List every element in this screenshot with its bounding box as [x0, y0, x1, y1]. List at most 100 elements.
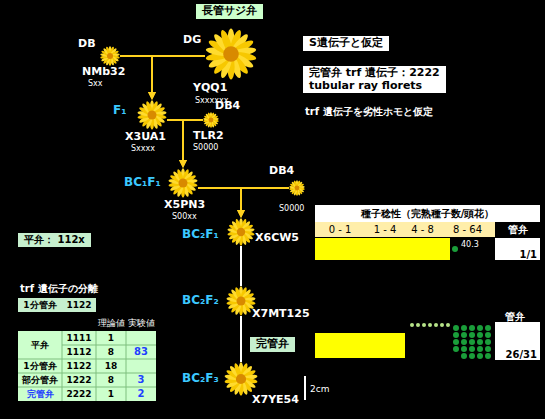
table-cell: 完管弁	[18, 387, 62, 401]
connector-line	[240, 316, 242, 362]
cell-text: 種子稔性（完熟種子数/頭花）	[361, 208, 495, 220]
table-cell: 8 - 64	[440, 222, 495, 237]
seed-dot	[452, 246, 458, 252]
label-box: 平弁： 112x	[18, 233, 91, 247]
cell-text: 部分管弁	[22, 375, 58, 385]
plant-code: X7MT125	[252, 308, 310, 321]
table-cell: 1222	[62, 373, 96, 387]
plant-code: Sxxxx	[131, 144, 155, 153]
plant-name: DB	[78, 38, 96, 51]
cell-text: 理論値	[98, 319, 125, 329]
cell-text: 2222	[66, 389, 91, 399]
flower-picture	[227, 218, 255, 246]
cell-text: 1 - 4	[374, 224, 397, 236]
label-box: 完管弁 trf 遺伝子：2222tubular ray florets	[303, 66, 446, 93]
table-cell: 実験値	[126, 317, 156, 330]
label-box: 完管弁	[250, 337, 295, 352]
flower-centre	[236, 374, 246, 384]
plant-node: X3UA1Sxxxx	[137, 100, 167, 130]
seed-dots-light	[410, 323, 450, 327]
cell-text: 8	[108, 347, 114, 357]
cell-text: 1	[108, 389, 114, 399]
cell-text: 26/31	[506, 349, 537, 361]
box-text: 完管弁 trf 遺伝子：2222	[309, 67, 440, 80]
cell-text: 2	[138, 388, 145, 400]
table-cell: 8	[96, 373, 126, 387]
plant-code: X6CW5	[255, 232, 299, 245]
flower-centre	[107, 53, 113, 59]
table-cell: 1/1	[495, 238, 540, 260]
fertility-bar	[315, 333, 405, 358]
plant-name: DB4	[269, 165, 294, 178]
cell-text: 管弁	[508, 224, 528, 236]
text-label: 40.3	[461, 240, 479, 249]
plant-node: DGYQQ1Sxxxxxx	[205, 28, 257, 80]
cross-connector	[120, 56, 156, 100]
segregation-table-grid	[18, 331, 156, 401]
plant-node: X7YE54	[224, 362, 258, 396]
plant-code: S0000	[279, 204, 304, 213]
flower-centre	[237, 228, 245, 236]
plant-node: X7MT125	[226, 286, 256, 316]
flower-picture	[168, 168, 198, 198]
flower-centre	[295, 186, 300, 191]
table-cell: 4 - 8	[405, 222, 440, 237]
table-cell: 1 - 4	[365, 222, 405, 237]
box-text: 平弁： 112x	[24, 234, 85, 246]
arrow-head	[179, 160, 187, 168]
cell-text: 1111	[66, 333, 91, 343]
box-text: 長管サジ弁	[202, 5, 257, 18]
table-cell: 種子稔性（完熟種子数/頭花）	[315, 205, 540, 222]
table-cell: 26/31	[495, 322, 540, 360]
flower-picture	[137, 100, 167, 130]
plant-code: S0000	[193, 143, 218, 152]
table-cell: 18	[96, 359, 126, 373]
cell-text: 1/1	[519, 249, 537, 261]
label-box: S遺伝子と仮定	[303, 36, 389, 51]
cell-text: 1222	[66, 375, 91, 385]
plant-node: DBNMb32Sxx	[100, 46, 120, 66]
flower-centre	[237, 297, 246, 306]
cell-text: 3	[138, 374, 145, 386]
cell-text: 8	[108, 375, 114, 385]
cell-text: 平弁	[31, 340, 49, 350]
box-text: 完管弁	[256, 338, 289, 351]
cell-text: 1122	[66, 361, 91, 371]
cell-text: 実験値	[128, 319, 155, 329]
plant-node: DB4TLR2S0000	[203, 112, 219, 128]
table-cell: 1	[96, 387, 126, 401]
cross-connector	[241, 316, 242, 362]
table-cell: 0 - 1	[315, 222, 365, 237]
table-cell: 1分管弁	[18, 298, 62, 312]
table-cell: 1112	[62, 345, 96, 359]
text-label: 2cm	[310, 384, 329, 394]
table-cell: 3	[126, 373, 156, 387]
flower-picture	[224, 362, 258, 396]
cell-text: 1122	[66, 300, 91, 310]
table-cell: 理論値	[96, 317, 126, 330]
plant-code: NMb32	[82, 66, 125, 79]
cell-text: 1112	[66, 347, 91, 357]
table-cell: 1122	[62, 298, 96, 312]
flower-picture	[289, 180, 305, 196]
table-cell: 1分管弁	[18, 359, 62, 373]
flower-centre	[148, 111, 157, 120]
table-cell: 1	[96, 331, 126, 345]
text-label: BC₂F₁	[182, 228, 219, 242]
cell-text: 4 - 8	[411, 224, 434, 236]
text-label: F₁	[113, 104, 126, 118]
flower-picture	[226, 286, 256, 316]
plant-code: X5PN3	[164, 199, 205, 212]
arrow-head	[237, 210, 245, 218]
cell-text: 18	[105, 361, 118, 371]
plant-code: TLR2	[193, 130, 224, 143]
table-cell: 2	[126, 387, 156, 401]
connector-line	[240, 246, 242, 286]
cell-text: 完管弁	[27, 389, 54, 399]
flower-picture	[205, 28, 257, 80]
arrow-head	[148, 92, 156, 100]
text-label: trf 遺伝子の分離	[20, 283, 98, 295]
arrow-head	[179, 160, 187, 168]
cross-connector	[241, 246, 242, 286]
